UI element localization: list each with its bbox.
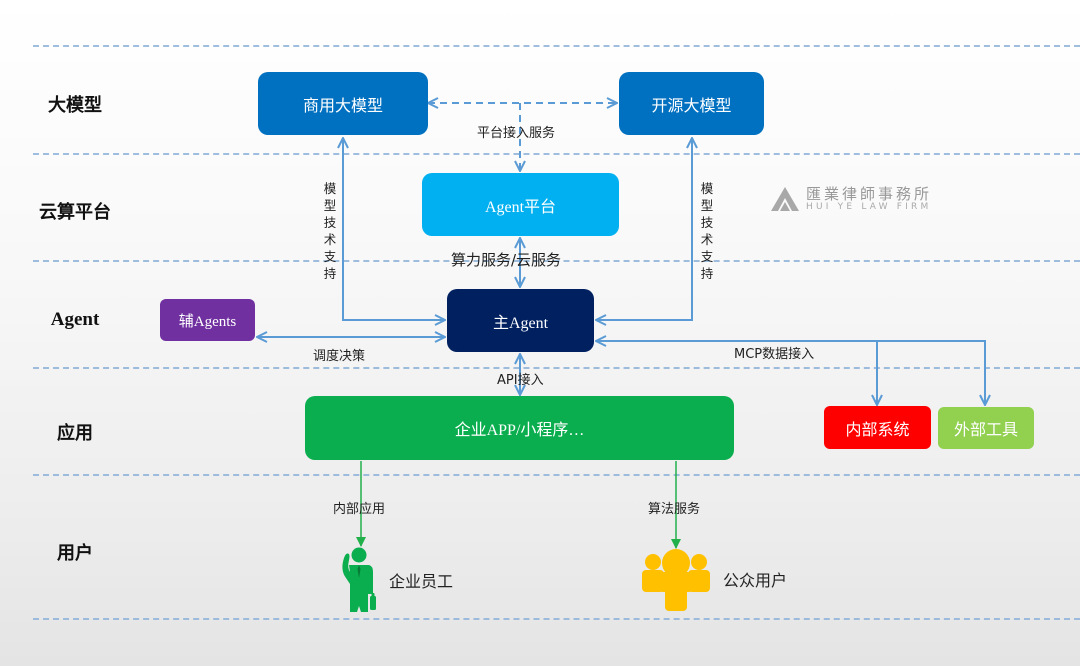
label-mcp-access: MCP数据接入 xyxy=(734,347,815,362)
layer-separator xyxy=(33,618,1080,620)
node-main-agent: 主Agent xyxy=(447,289,594,352)
layer-label-llm: 大模型 xyxy=(48,95,102,116)
law-firm-logo-icon xyxy=(771,187,799,211)
user-group-icon xyxy=(642,549,710,611)
layer-label-users: 用户 xyxy=(57,543,93,564)
user-employee-label: 企业员工 xyxy=(389,572,454,591)
label-algorithm-service: 算法服务 xyxy=(648,502,701,517)
label-compute-cloud: 算力服务/云服务 xyxy=(451,251,562,269)
label-platform-access: 平台接入服务 xyxy=(477,126,556,141)
node-sub-agents: 辅Agents xyxy=(160,299,255,341)
user-public-label: 公众用户 xyxy=(723,571,788,590)
layer-label-application: 应用 xyxy=(57,423,93,444)
edge-commercial-to-main xyxy=(343,138,445,320)
edge-mcp xyxy=(596,341,985,405)
layer-separator xyxy=(33,260,1080,262)
label-model-support-left: 模型技术支持 xyxy=(323,181,337,281)
business-person-icon xyxy=(342,547,376,612)
law-firm-name-en: HUI YE LAW FIRM xyxy=(806,202,932,212)
layer-separator xyxy=(33,153,1080,155)
node-opensource-llm: 开源大模型 xyxy=(619,72,764,135)
node-enterprise-app: 企业APP/小程序… xyxy=(305,396,734,460)
edge-opensource-to-main xyxy=(596,138,692,320)
node-commercial-llm: 商用大模型 xyxy=(258,72,428,135)
label-api-access: API接入 xyxy=(497,373,544,388)
node-agent-platform: Agent平台 xyxy=(422,173,619,236)
layer-label-agent: Agent xyxy=(50,309,100,330)
node-external-tools: 外部工具 xyxy=(938,407,1034,449)
layer-label-cloud-platform: 云算平台 xyxy=(39,202,111,223)
layer-separator xyxy=(33,474,1080,476)
law-firm-watermark: 匯業律師事務所 HUI YE LAW FIRM xyxy=(770,186,932,212)
layer-separator xyxy=(33,367,1080,369)
law-firm-name-cn: 匯業律師事務所 xyxy=(806,185,933,203)
label-model-support-right: 模型技术支持 xyxy=(700,181,714,281)
label-internal-app: 内部应用 xyxy=(333,502,386,517)
label-scheduling: 调度决策 xyxy=(313,349,366,364)
layer-separator xyxy=(33,45,1080,47)
node-internal-system: 内部系统 xyxy=(824,406,931,449)
